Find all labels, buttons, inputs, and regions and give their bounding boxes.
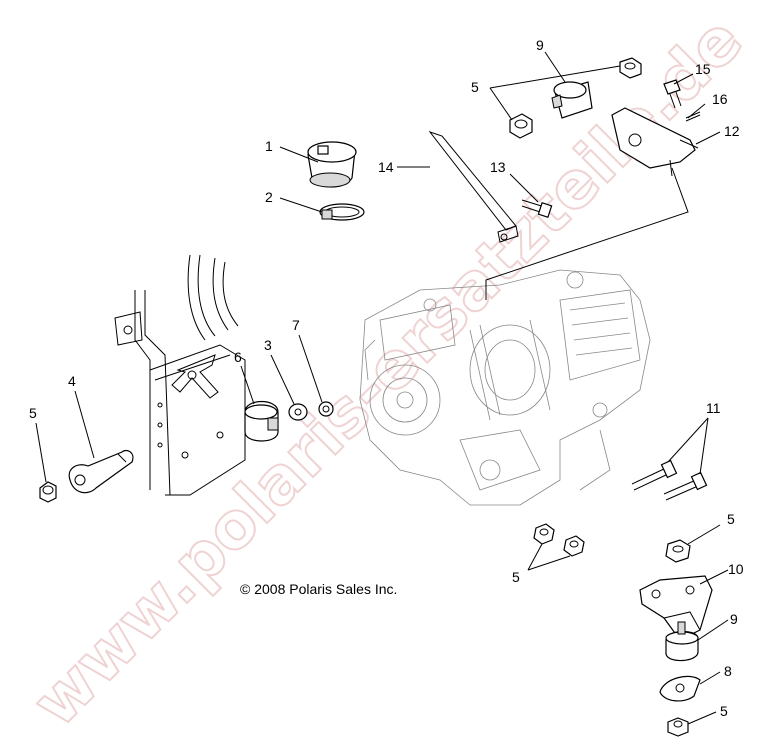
part-5-nut-lower-right — [665, 539, 691, 563]
callout-5-middle: 5 — [512, 569, 520, 585]
callout-8: 8 — [724, 663, 732, 679]
callout-3: 3 — [264, 337, 272, 353]
callout-5-lower-right: 5 — [727, 511, 735, 527]
part-5-nut-left — [39, 481, 57, 503]
part-1-intake-boot — [307, 141, 357, 188]
part-5-nut-middle-a — [533, 523, 555, 545]
watermark-text: www.polaris-ersatzteile.de — [19, 3, 757, 741]
copyright-text: © 2008 Polaris Sales Inc. — [240, 581, 397, 597]
part-9-mount-lower — [665, 621, 699, 662]
part-4-plate — [68, 449, 134, 494]
callout-9-lower: 9 — [730, 611, 738, 627]
part-14-rod — [428, 131, 519, 243]
callout-12: 12 — [724, 123, 740, 139]
callout-1: 1 — [265, 138, 273, 154]
part-13-bolt — [521, 199, 553, 219]
part-5-nut-middle-b — [563, 535, 585, 557]
part-9-mount-upper — [551, 81, 593, 119]
leader-lines — [35, 51, 729, 725]
part-2-hose-clamp — [319, 203, 365, 221]
part-6-rubber-mount — [244, 400, 279, 442]
engine-illustration — [359, 269, 651, 506]
part-11-bolts — [631, 459, 708, 501]
part-5-nut-upper-left — [509, 113, 533, 139]
bracket-to-engine-leader — [485, 167, 689, 300]
callout-14: 14 — [378, 159, 394, 175]
part-16-pin — [685, 111, 701, 122]
callout-7: 7 — [292, 317, 300, 333]
callout-2: 2 — [265, 189, 273, 205]
frame-illustration — [114, 254, 246, 496]
callout-4: 4 — [68, 373, 76, 389]
callout-10: 10 — [728, 561, 744, 577]
callout-5-upper: 5 — [471, 79, 479, 95]
callout-15: 15 — [695, 61, 711, 77]
callout-labels: 1 2 14 13 5 9 15 16 12 4 5 6 3 7 11 5 5 … — [29, 37, 744, 719]
callout-9-upper: 9 — [536, 37, 544, 53]
callout-5-left: 5 — [29, 405, 37, 421]
callout-5-bottom: 5 — [720, 703, 728, 719]
callout-6: 6 — [234, 349, 242, 365]
part-7-washer — [318, 401, 334, 417]
callout-11: 11 — [706, 400, 721, 416]
part-12-bracket — [611, 107, 699, 177]
part-3-washer — [288, 403, 308, 421]
part-8-plate — [659, 675, 701, 702]
callout-16: 16 — [712, 91, 728, 107]
part-5-nut-bottom — [667, 717, 689, 737]
part-10-bracket — [639, 575, 713, 641]
callout-13: 13 — [490, 159, 506, 175]
part-5-nut-upper-right — [619, 57, 642, 79]
